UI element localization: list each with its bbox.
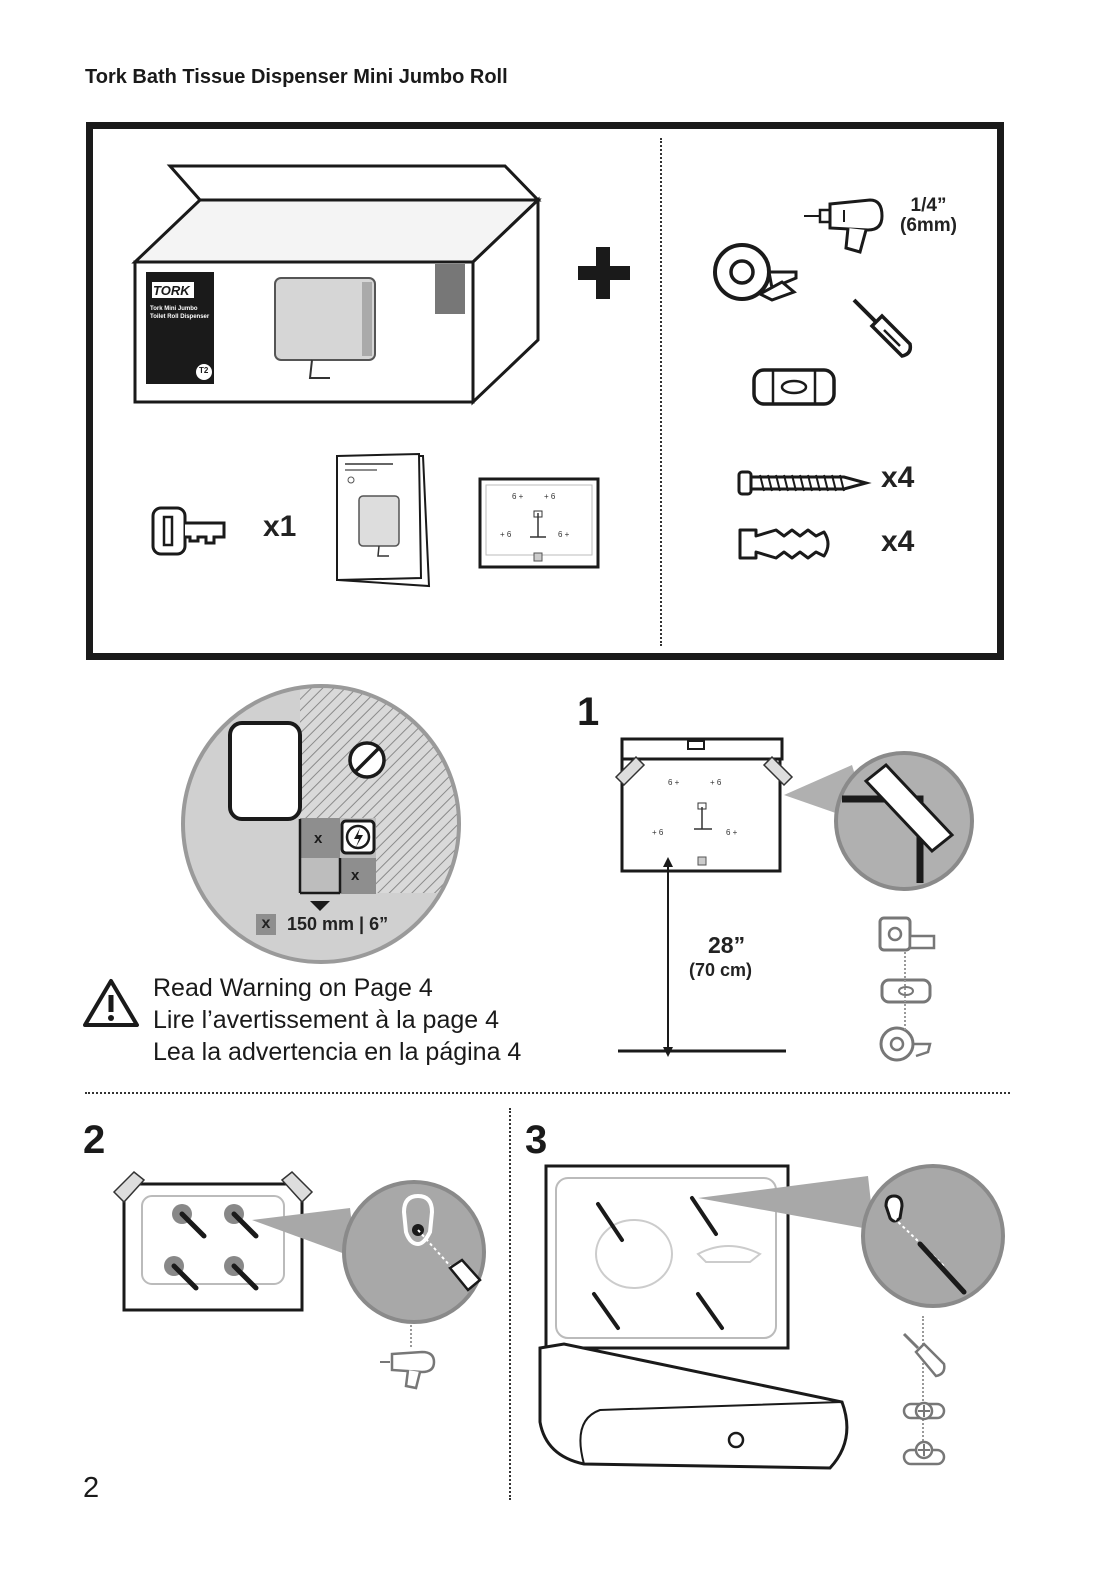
anchor-quantity: x4 [881,525,914,559]
step-3-number: 3 [525,1118,547,1163]
warning-text-english: Read Warning on Page 4 [153,974,433,1003]
drill-icon-small [378,1348,438,1390]
product-carton-illustration [130,160,550,410]
screwdriver-icon-small [900,1330,950,1380]
drill-size-inches: 1/4” [900,196,957,216]
drill-size-mm: (6mm) [900,216,957,236]
tape-icon [712,242,800,304]
svg-text:+ 6: + 6 [544,492,556,501]
screw-icon [736,466,870,500]
measuring-tape-icon [876,914,938,954]
plus-icon [576,245,632,301]
svg-text:x: x [351,867,360,884]
mounting-height-cm: (70 cm) [689,960,752,981]
svg-text:6 +: 6 + [668,778,680,787]
drill-bit-size: 1/4” (6mm) [900,196,957,236]
level-icon-small [880,978,932,1004]
drill-icon [802,196,886,258]
tape-icon-small [878,1024,934,1064]
warning-text-spanish: Lea la advertencia en la página 4 [153,1038,521,1067]
carton-brand-label: TORK [153,283,190,298]
document-title: Tork Bath Tissue Dispenser Mini Jumbo Ro… [85,66,508,89]
step-2-tool-connector [410,1325,412,1347]
contents-divider [660,138,662,646]
manual-booklet-illustration [333,452,433,592]
drilling-template-illustration: 6 + + 6 + 6 6 + [478,477,600,569]
wall-anchor-icon [736,526,834,562]
svg-text:6 +: 6 + [512,492,524,501]
screw-cap-icon-alt [902,1440,946,1470]
svg-text:+ 6: + 6 [500,530,512,539]
screw-cap-icon [902,1396,946,1426]
step-1-template-diagram: 6 + + 6 + 6 6 + [612,735,984,1065]
clearance-dimension: 150 mm | 6” [281,914,394,935]
key-quantity: x1 [263,510,296,544]
step-2-number: 2 [83,1118,105,1163]
warning-triangle-icon [82,977,140,1029]
step-1-tool-connector [904,952,906,1030]
svg-text:+ 6: + 6 [652,828,664,837]
carton-product-label: Tork Mini Jumbo Toilet Roll Dispenser [150,305,212,321]
screw-quantity: x4 [881,461,914,495]
svg-text:+ 6: + 6 [710,778,722,787]
warning-text-french: Lire l’avertissement à la page 4 [153,1006,499,1035]
section-divider [85,1092,1010,1094]
key-icon [150,505,230,557]
step-1-number: 1 [577,690,599,735]
steps-divider [509,1108,511,1500]
page-number: 2 [83,1472,99,1505]
level-icon [751,366,837,408]
screwdriver-icon [850,296,916,362]
mounting-height-inches: 28” [708,932,745,959]
svg-text:6 +: 6 + [558,530,570,539]
clearance-x-marker: x [256,914,276,935]
svg-text:x: x [314,830,323,847]
svg-text:6 +: 6 + [726,828,738,837]
carton-badge: T2 [199,366,208,375]
